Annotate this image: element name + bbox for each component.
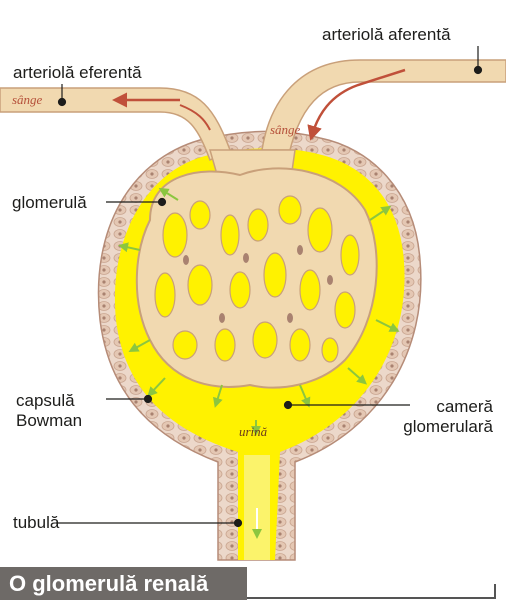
label-efferent-arteriole: arteriolă eferentă <box>13 63 142 82</box>
label-chamber-line2: glomerulară <box>403 417 493 436</box>
caption-title: O glomerulă renală <box>9 571 209 596</box>
capillary-tuft <box>135 167 378 389</box>
label-capsule-line2: Bowman <box>16 411 83 430</box>
label-chamber-line1: cameră <box>436 397 493 416</box>
label-urine: urină <box>239 424 268 439</box>
label-blood-left: sânge <box>12 92 43 107</box>
flow-arrow-icon <box>112 68 406 141</box>
caption-rule <box>247 597 495 599</box>
label-afferent-arteriole: arteriolă aferentă <box>322 25 451 44</box>
caption-bar: O glomerulă renală <box>0 567 247 600</box>
arterioles <box>0 59 506 186</box>
filtration-arrow-icon <box>118 187 400 539</box>
label-glomerulus: glomerulă <box>12 193 87 212</box>
caption-rule-tick <box>494 584 496 599</box>
label-blood-center: sânge <box>270 122 301 137</box>
label-tubule: tubulă <box>13 513 60 532</box>
label-capsule-line1: capsulă <box>16 391 75 410</box>
pointer-dot-icon <box>56 46 483 528</box>
tubule-channel <box>244 455 270 560</box>
